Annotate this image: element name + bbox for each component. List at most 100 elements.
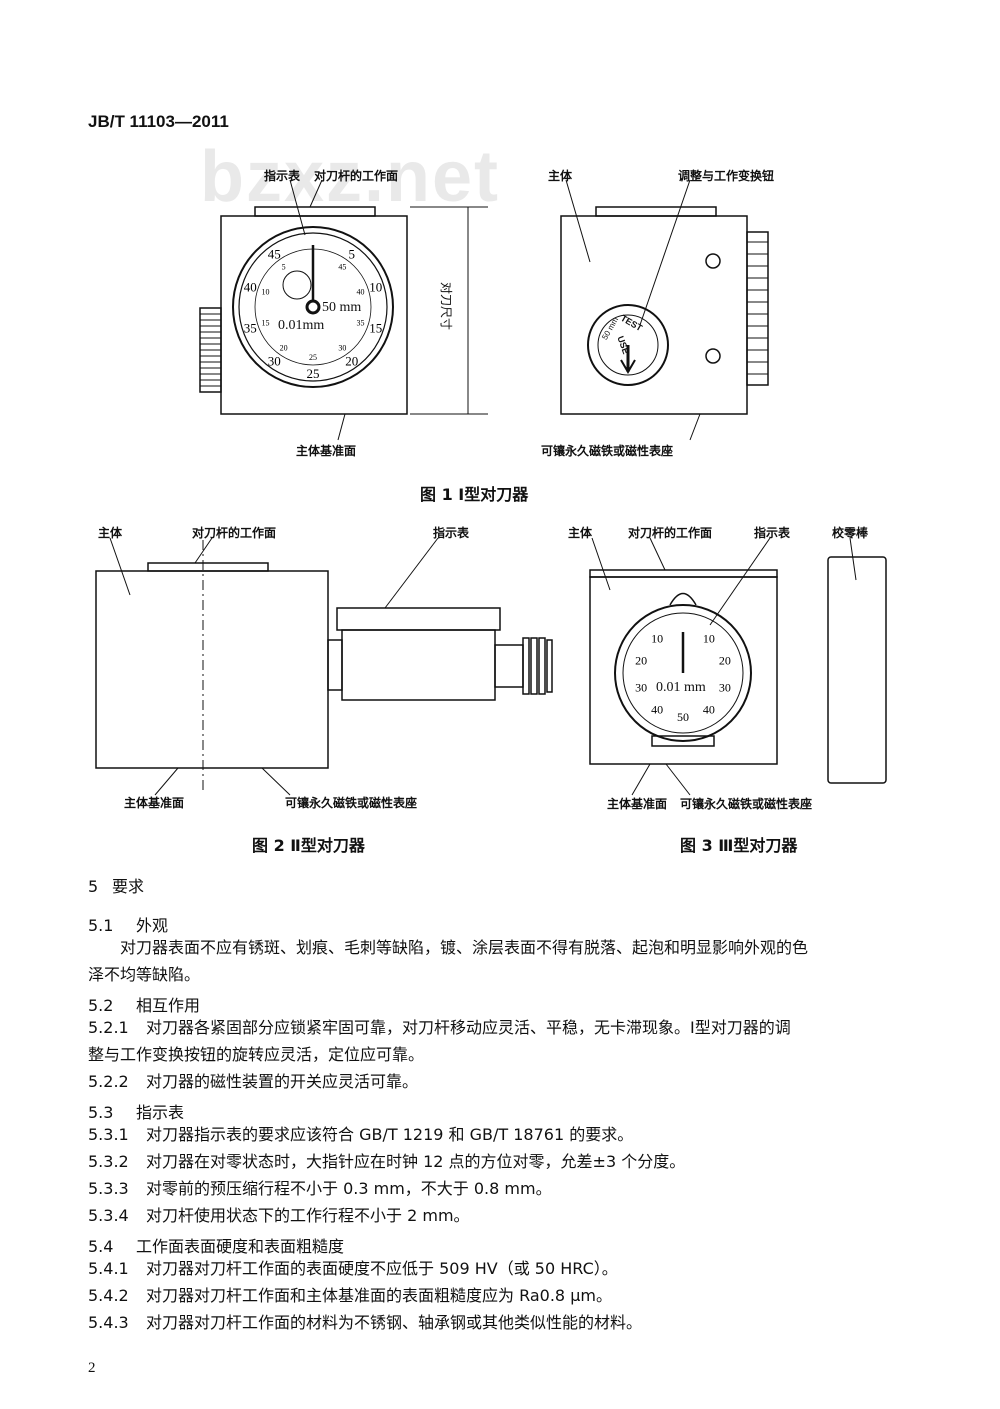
section-5-2-1-line2: 整与工作变换按钮的旋转应灵活，定位应可靠。 [88,1045,425,1064]
section-5-3-3: 5.3.3 对零前的预压缩行程不小于 0.3 mm，不大于 0.8 mm。 [88,1175,552,1202]
fig3-dial-tick-left: 30 [635,681,647,695]
fig1-label-adjust-knob: 调整与工作变换钮 [678,169,775,183]
fig1-dial-tick-outer: 5 [349,247,356,262]
clause-text: 对刀器的磁性装置的开关应灵活可靠。 [146,1072,419,1091]
section-number: 5.4 [88,1237,114,1256]
fig3-dial-tick-left: 40 [651,703,663,717]
section-title: 外观 [136,916,169,935]
clause-number: 5.4.1 [88,1259,129,1278]
fig2-drawing [95,537,553,796]
fig1-dial-tick-outer: 10 [369,280,382,295]
fig1-dial-tick-outer: 25 [307,366,320,381]
section-number: 5.3 [88,1103,114,1122]
fig1-dial-tick-outer: 20 [345,353,358,368]
fig3-label-magnet-base: 可镶永久磁铁或磁性表座 [680,797,813,811]
fig3-dial-unit: 0.01 mm [656,680,706,695]
fig1-dial-tick-inner: 35 [357,318,365,327]
fig1-dial-tick-outer: 45 [268,247,281,262]
fig2-label-magnet-base: 可镶永久磁铁或磁性表座 [285,796,418,810]
fig2-caption: 图 2 Ⅱ型对刀器 [252,836,365,855]
section-5-1-para-line2: 泽不均等缺陷。 [88,965,201,984]
fig3-label-base-face: 主体基准面 [607,797,668,811]
fig1-dial-range: 50 mm [322,300,362,315]
fig2-label-base-face: 主体基准面 [124,796,185,810]
fig1-dial-tick-inner: 25 [309,353,317,362]
fig3-drawing [589,537,887,796]
fig1-dial-tick-inner: 20 [280,343,288,352]
clause-number: 5.3.3 [88,1179,129,1198]
page-number: 2 [88,1360,96,1376]
fig1-dial-tick-outer: 15 [369,320,382,335]
fig3-dial-tick-bottom: 50 [677,710,689,724]
section-5-2-2: 5.2.2 对刀器的磁性装置的开关应灵活可靠。 [88,1068,418,1095]
fig1-label-body: 主体 [548,169,573,183]
section-title: 指示表 [136,1103,185,1122]
fig1-dial-tick-inner: 15 [261,318,269,327]
fig1-label-work-face: 对刀杆的工作面 [314,169,399,183]
clause-text: 对刀器对刀杆工作面的材料为不锈钢、轴承钢或其他类似性能的材料。 [146,1313,643,1332]
fig3-dial-tick-right: 30 [719,681,731,695]
fig1-dial-tick-inner: 10 [261,288,269,297]
section-5-2-1: 5.2.1 对刀器各紧固部分应锁紧牢固可靠，对刀杆移动应灵活、平稳，无卡滞现象。Ⅰ… [88,1014,791,1041]
section-title: 相互作用 [136,996,201,1015]
section-number: 5 [88,877,99,896]
fig3-label-body: 主体 [568,526,593,540]
fig3-dial-tick-left: 10 [651,631,663,645]
fig3-label-work-face: 对刀杆的工作面 [628,526,713,540]
clause-number: 5.4.3 [88,1313,129,1332]
section-5-2-heading: 5.2 相互作用 [88,992,200,1016]
fig3-dial-tick-right: 20 [719,653,731,667]
clause-number: 5.2.1 [88,1018,129,1037]
section-5-4-2: 5.4.2 对刀器对刀杆工作面和主体基准面的表面粗糙度应为 Ra0.8 μm。 [88,1282,612,1309]
fig1-dial-tick-outer: 35 [244,320,257,335]
fig1-label-magnet-base: 可镶永久磁铁或磁性表座 [541,444,674,458]
fig2-label-work-face: 对刀杆的工作面 [192,526,277,540]
clause-number: 5.3.4 [88,1206,129,1225]
fig1-label-indicator: 指示表 [264,169,301,183]
fig3-dial-numbers: 10 20 30 40 10 20 30 40 50 [635,631,731,724]
fig1-dial-tick-inner: 30 [338,343,346,352]
watermark: bzxz.net [200,137,501,217]
clause-text: 对刀器对刀杆工作面和主体基准面的表面粗糙度应为 Ra0.8 μm。 [146,1286,612,1305]
fig1-dial-tick-outer: 40 [244,280,257,295]
fig2-label-indicator: 指示表 [433,526,470,540]
standard-number: JB/T 11103—2011 [88,112,229,131]
clause-text: 对刀器对刀杆工作面的表面硬度不应低于 509 HV（或 50 HRC）。 [146,1259,618,1278]
section-5-1-para-line1: 对刀器表面不应有锈斑、划痕、毛刺等缺陷，镀、涂层表面不得有脱落、起泡和明显影响外… [120,938,809,957]
fig1-dial-tick-inner: 40 [357,288,365,297]
fig3-label-zero-rod: 校零棒 [832,526,869,540]
section-5-4-3: 5.4.3 对刀器对刀杆工作面的材料为不锈钢、轴承钢或其他类似性能的材料。 [88,1309,642,1336]
clause-text: 对刀器在对零状态时，大指针应在时钟 12 点的方位对零，允差±3 个分度。 [146,1152,686,1171]
section-5-3-2: 5.3.2 对刀器在对零状态时，大指针应在时钟 12 点的方位对零，允差±3 个分… [88,1148,685,1175]
clause-text: 对刀器指示表的要求应该符合 GB/T 1219 和 GB/T 18761 的要求… [146,1125,634,1144]
section-number: 5.1 [88,916,114,935]
clause-text: 对零前的预压缩行程不小于 0.3 mm，不大于 0.8 mm。 [146,1179,552,1198]
fig1-caption: 图 1 Ⅰ型对刀器 [420,485,529,504]
clause-number: 5.3.1 [88,1125,129,1144]
fig3-label-indicator: 指示表 [754,526,791,540]
clause-number: 5.2.2 [88,1072,129,1091]
fig3-dial-tick-right: 40 [703,703,715,717]
fig1-label-base-face: 主体基准面 [296,444,357,458]
clause-number: 5.4.2 [88,1286,129,1305]
section-5-4-heading: 5.4 工作面表面硬度和表面粗糙度 [88,1233,344,1257]
fig3-dial-tick-right: 10 [703,631,715,645]
section-title: 工作面表面硬度和表面粗糙度 [136,1237,345,1256]
fig1-drawing [199,179,769,441]
section-5-4-1: 5.4.1 对刀器对刀杆工作面的表面硬度不应低于 509 HV（或 50 HRC）… [88,1255,618,1282]
clause-number: 5.3.2 [88,1152,129,1171]
fig3-caption: 图 3 Ⅲ型对刀器 [680,836,798,855]
section-5-3-heading: 5.3 指示表 [88,1099,184,1123]
section-5-3-1: 5.3.1 对刀器指示表的要求应该符合 GB/T 1219 和 GB/T 1876… [88,1121,633,1148]
section-number: 5.2 [88,996,114,1015]
figure-3: 主体 对刀杆的工作面 指示表 校零棒 主体基准面 可镶永久磁铁或磁性表座 0.0… [568,526,887,811]
clause-text: 对刀器各紧固部分应锁紧牢固可靠，对刀杆移动应灵活、平稳，无卡滞现象。Ⅰ型对刀器的… [146,1018,791,1037]
fig1-dial-tick-inner: 5 [282,263,286,272]
figure-2: 主体 对刀杆的工作面 指示表 主体基准面 可镶永久磁铁或磁性表座 [0,0,560,860]
fig3-dial-tick-left: 20 [635,653,647,667]
fig1-dial-tick-inner: 45 [338,263,346,272]
section-5-1-heading: 5.1 外观 [88,912,168,936]
